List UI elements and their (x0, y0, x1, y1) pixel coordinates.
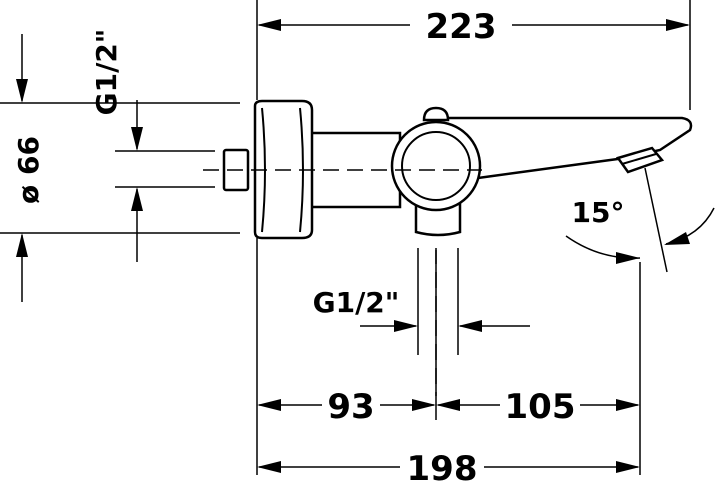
dim-total-length: 223 (426, 7, 497, 47)
dim-wall-connection: G1/2" (90, 29, 123, 116)
spout (438, 116, 693, 180)
dim-spout-angle: 15° (572, 196, 625, 229)
dimension-lines (16, 19, 690, 473)
dim-outlet-connection: G1/2" (313, 286, 400, 319)
mixer-cartridge (390, 120, 482, 212)
angle-indicator (565, 167, 715, 273)
center-lines (203, 169, 482, 396)
knob (422, 106, 450, 122)
dim-projection: 198 (407, 449, 478, 489)
outlet-stub (414, 202, 462, 237)
dim-left-offset: 93 (327, 387, 374, 427)
dim-right-offset: 105 (505, 387, 576, 427)
dim-rosette-diameter: ø 66 (12, 136, 45, 204)
aerator (615, 146, 665, 174)
faucet-body (222, 99, 693, 240)
